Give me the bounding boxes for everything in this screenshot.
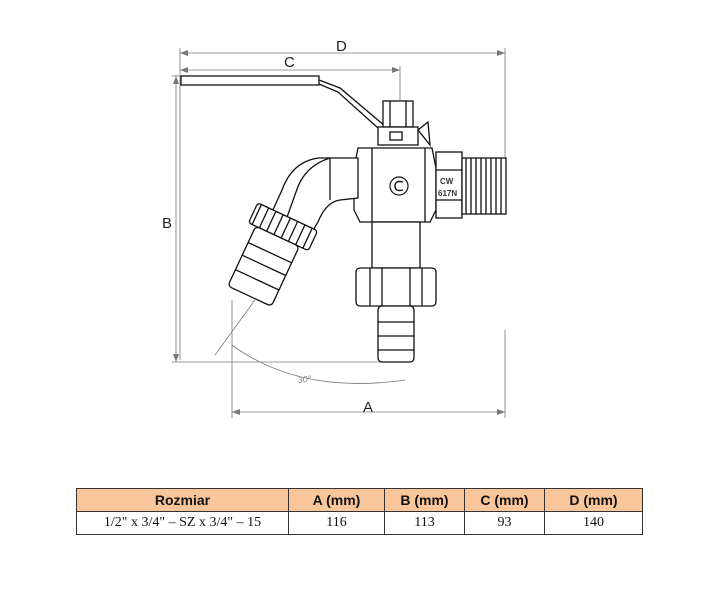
arrow-b-bottom [173, 354, 179, 362]
label-a: A [363, 399, 373, 416]
header-b: B (mm) [384, 488, 465, 512]
table-row: 1/2" x 3/4" – SZ x 3/4" – 15 116 113 93 … [76, 511, 643, 535]
header-c: C (mm) [464, 488, 545, 512]
spout-hose-connector [228, 226, 299, 306]
arrow-c-left [180, 67, 188, 73]
valve-body [180, 75, 507, 363]
arrow-d-left [180, 50, 188, 56]
label-c: C [284, 54, 295, 71]
cell-d: 140 [544, 511, 643, 535]
lower-hose-connector [377, 305, 415, 363]
lever-handle [180, 75, 320, 86]
angle-arc [231, 344, 406, 384]
dimensions-table: Rozmiar A (mm) B (mm) C (mm) D (mm) 1/2"… [76, 488, 643, 535]
marking-cw: CW [440, 177, 454, 186]
header-size: Rozmiar [76, 488, 289, 512]
lower-nut [355, 267, 437, 307]
lower-body [371, 221, 421, 269]
stem-nut [382, 100, 414, 128]
marking-617n: 617N [438, 189, 457, 198]
label-d: D [336, 38, 347, 55]
label-b: B [162, 215, 172, 232]
arrow-b-top [173, 76, 179, 84]
brand-logo [389, 176, 409, 196]
angle-ray [214, 299, 256, 356]
arrow-a-left [232, 409, 240, 415]
cell-size: 1/2" x 3/4" – SZ x 3/4" – 15 [76, 511, 289, 535]
angle-label: 30° [297, 374, 312, 385]
table-header-row: Rozmiar A (mm) B (mm) C (mm) D (mm) [76, 488, 643, 512]
cell-b: 113 [384, 511, 465, 535]
cell-c: 93 [464, 511, 545, 535]
arrow-d-right [497, 50, 505, 56]
lever-arm [318, 79, 386, 129]
right-thread [461, 157, 507, 215]
arrow-a-right [497, 409, 505, 415]
header-d: D (mm) [544, 488, 643, 512]
valve-technical-drawing: D C B A 30° [162, 38, 507, 418]
arrow-c-right [392, 67, 400, 73]
brand-logo-mark [394, 180, 404, 192]
cell-a: 116 [288, 511, 385, 535]
header-a: A (mm) [288, 488, 385, 512]
